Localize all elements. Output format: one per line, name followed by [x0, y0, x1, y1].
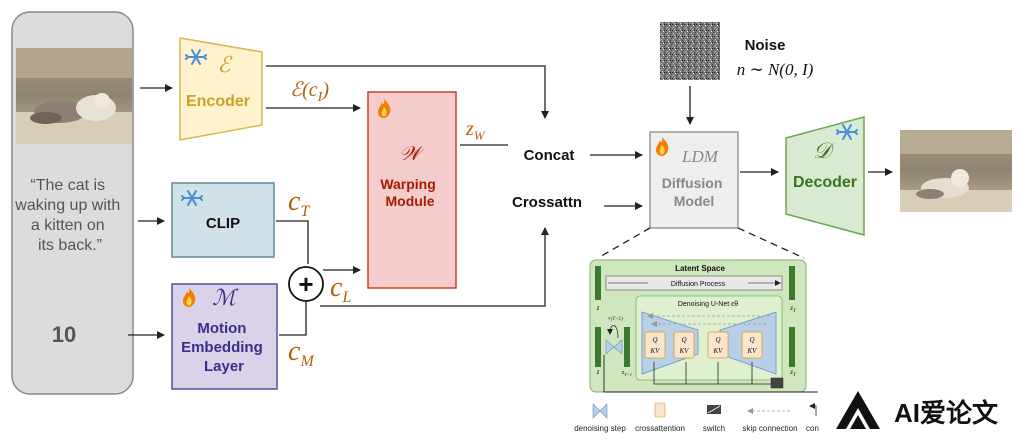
svg-text:KV: KV — [747, 347, 758, 355]
noise-formula: n ∼ N(0, I) — [737, 60, 814, 79]
clip-label: CLIP — [206, 215, 240, 232]
c-l-label: cL — [330, 272, 351, 306]
svg-text:z: z — [596, 304, 600, 312]
inset-title: Latent Space — [675, 264, 725, 273]
svg-text:z: z — [596, 368, 600, 376]
crossattention-block: Q KV — [741, 331, 763, 359]
svg-text:crossattention: crossattention — [635, 424, 685, 433]
svg-text:zT−1: zT−1 — [621, 370, 632, 377]
noise-image — [660, 22, 720, 80]
input-panel: “The cat is waking up with a kitten on i… — [11, 11, 134, 395]
output-video-frame — [900, 130, 1012, 212]
latent-diffusion-inset: Latent Space z zT z zT Diffusion Process… — [589, 259, 818, 393]
denoising-step-icon — [592, 403, 608, 419]
crossattention-icon — [654, 402, 666, 418]
svg-text:Q: Q — [749, 336, 754, 344]
svg-text:Q: Q — [715, 336, 720, 344]
connectors — [128, 65, 893, 339]
svg-text:AI爱论文: AI爱论文 — [894, 398, 999, 428]
warping-label: Warping Module — [380, 176, 439, 209]
svg-text:skip connection: skip connection — [742, 424, 797, 433]
diffusion-process-label: Diffusion Process — [671, 281, 726, 288]
denoising-step-icon — [605, 339, 623, 355]
svg-text:KV: KV — [650, 347, 661, 355]
encoder-symbol: ℰ — [217, 52, 233, 77]
watermark-logo-icon — [836, 391, 880, 429]
switch-icon — [770, 377, 784, 389]
motion-symbol: ℳ — [212, 285, 239, 310]
svg-text:denoising step: denoising step — [574, 424, 626, 433]
crossattention-block: Q KV — [644, 331, 666, 359]
loop-count: ×(T−1) — [607, 317, 623, 322]
ldm-block: LDM Diffusion Model — [649, 131, 739, 229]
ldm-label: Diffusion Model — [662, 175, 727, 209]
svg-text:con: con — [806, 424, 819, 433]
motion-label: Motion Embedding Layer — [181, 320, 267, 375]
warping-symbol: 𝒲 — [400, 143, 426, 165]
svg-text:+: + — [298, 269, 313, 299]
legend: denoising step crossattention switch ski… — [574, 402, 819, 433]
input-number: 10 — [52, 322, 76, 347]
crossattn-label: Crossattn — [512, 194, 582, 211]
noise-title: Noise — [745, 37, 786, 54]
decoder-block: 𝒟 Decoder — [785, 116, 865, 236]
switch-icon — [707, 405, 721, 414]
svg-text:switch: switch — [703, 424, 725, 433]
add-operator-icon: + — [288, 266, 324, 302]
c-t-label: cT — [288, 186, 310, 220]
svg-text:KV: KV — [713, 347, 724, 355]
svg-text:Q: Q — [652, 336, 657, 344]
encoder-block: ℰ Encoder — [179, 37, 263, 141]
encoder-label: Encoder — [186, 93, 250, 110]
decoder-symbol: 𝒟 — [813, 138, 835, 163]
c-m-label: cM — [288, 336, 315, 370]
svg-text:Q: Q — [681, 336, 686, 344]
crossattention-block: Q KV — [673, 331, 695, 359]
input-caption: “The cat is waking up with a kitten on i… — [14, 177, 124, 254]
crossattention-block: Q KV — [707, 331, 729, 359]
decoder-label: Decoder — [793, 174, 857, 191]
svg-text:zT: zT — [789, 304, 797, 314]
watermark: AI爱论文 — [822, 376, 1020, 447]
input-video-frame — [16, 48, 132, 144]
svg-text:KV: KV — [679, 347, 690, 355]
zoom-lines — [597, 227, 805, 259]
concat-label: Concat — [524, 147, 575, 164]
warping-module-block: 𝒲 Warping Module — [367, 91, 457, 289]
z-w-label: zW — [465, 118, 486, 143]
clip-block: CLIP — [171, 182, 275, 258]
motion-embedding-block: ℳ Motion Embedding Layer — [171, 283, 278, 390]
concat-icon — [809, 403, 817, 416]
encoder-output-label: ℰ(cI) — [290, 79, 329, 105]
unet-label: Denoising U-Net εθ — [678, 301, 738, 308]
svg-text:zT: zT — [789, 368, 797, 378]
ldm-symbol: LDM — [681, 147, 719, 166]
